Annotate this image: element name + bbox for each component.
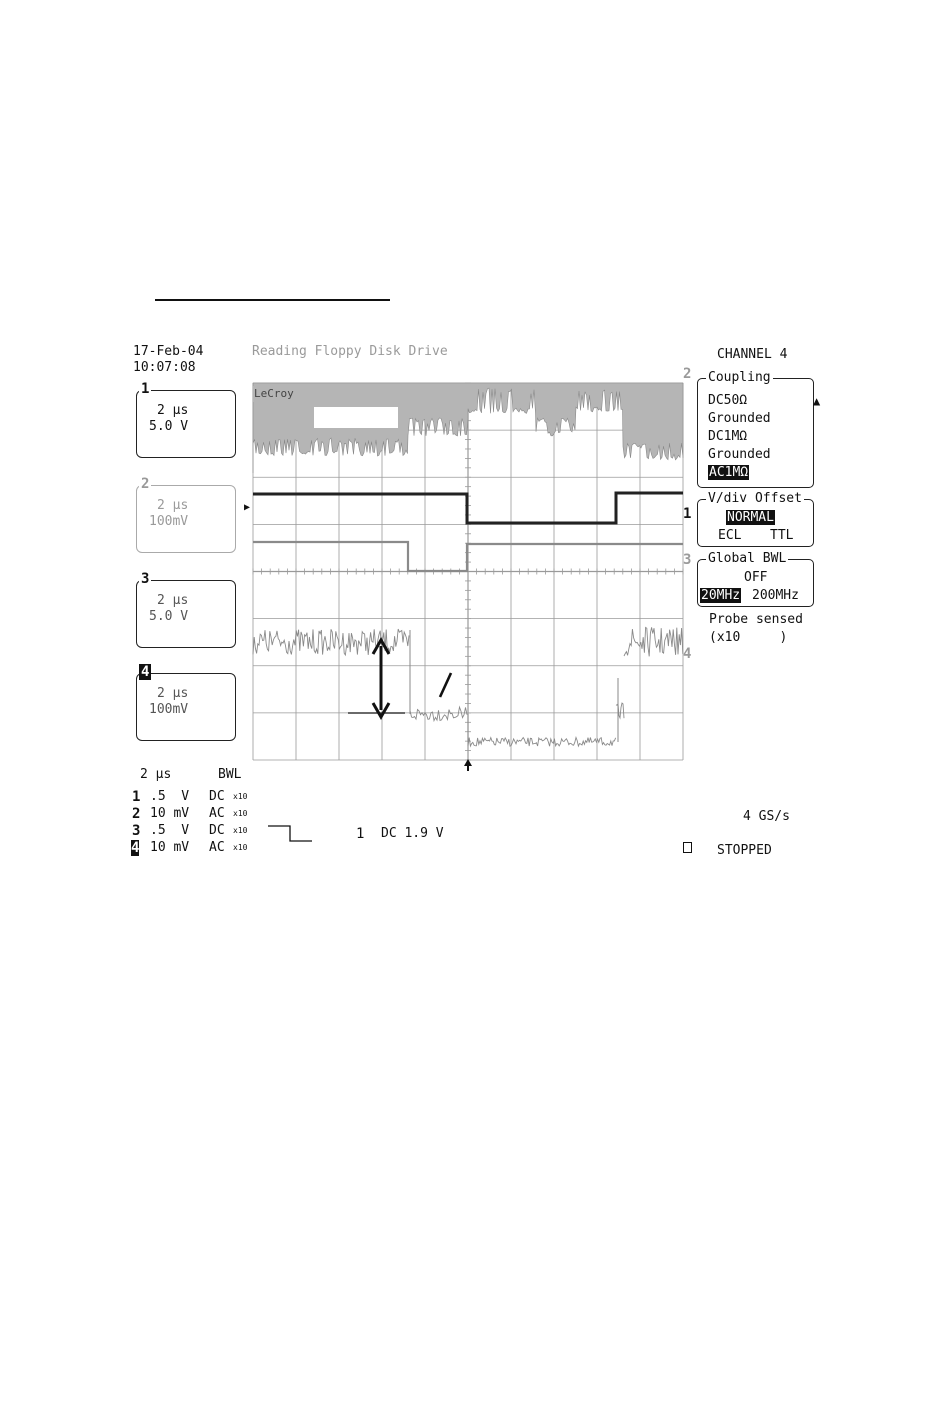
channel-1-scale: 5.0 V [149,419,189,434]
vdiv-option-normal-selected[interactable]: NORMAL [726,510,775,525]
channel-3-number: 3 [139,571,152,587]
ch2-waveform-fill [252,382,684,473]
acquisition-status: STOPPED [717,843,772,858]
coupling-option-dc50[interactable]: DC50Ω [708,393,748,408]
ch3-waveform [253,540,683,573]
channel-2-scale: 100mV [149,514,189,529]
coupling-menu[interactable]: Coupling DC50Ω Grounded DC1MΩ Grounded A… [697,370,814,488]
date-label: 17-Feb-04 [133,344,204,359]
summary-row-2-probe: x10 [233,809,248,818]
marker-ch1: 1 [683,506,692,522]
coupling-option-ac1m-selected[interactable]: AC1MΩ [708,465,750,480]
coupling-option-grounded-1[interactable]: Grounded [708,411,771,426]
channel-1-box[interactable]: 1 2 µs 5.0 V [136,381,236,458]
trigger-edge-icon [268,825,312,842]
trigger-position-arrow-icon [464,759,472,766]
vdiv-option-ecl[interactable]: ECL [718,528,742,543]
annotation-arrowhead-down [371,702,391,721]
waveform-display[interactable] [240,378,695,773]
summary-row-1-coupling: DC [209,789,225,804]
marker-ch4: 4 [683,646,692,662]
summary-row-2-scale: 10 mV [150,806,190,821]
screen-title: Reading Floppy Disk Drive [252,344,448,359]
channel-3-box[interactable]: 3 2 µs 5.0 V [136,571,236,648]
heading-underline [155,299,390,301]
summary-row-4-coupling: AC [209,840,225,855]
coupling-title: Coupling [706,370,773,385]
global-bwl-menu[interactable]: Global BWL OFF 20MHz 200MHz [697,551,814,607]
time-label: 10:07:08 [133,360,196,375]
menu-heading: CHANNEL 4 [717,347,788,362]
coupling-option-dc1m[interactable]: DC1MΩ [708,429,748,444]
annotation-slash [438,672,453,698]
summary-row-1-scale: .5 V [150,789,190,804]
vdiv-title: V/div Offset [706,491,804,506]
channel-3-scale: 5.0 V [149,609,189,624]
channel-4-number: 4 [139,664,152,680]
summary-row-3-coupling: DC [209,823,225,838]
summary-row-4-scale: 10 mV [150,840,190,855]
bwl-option-200mhz[interactable]: 200MHz [752,588,799,603]
label-blank-box [314,407,398,428]
brand-logo: LeCroy [253,386,295,402]
summary-timebase: 2 µs [140,767,172,782]
channel-2-timebase: 2 µs [157,498,189,513]
trigger-level: DC 1.9 V [381,826,444,841]
summary-row-1-probe: x10 [233,792,248,801]
summary-row-4-num: 4 [131,840,140,856]
summary-row-3-scale: .5 V [150,823,190,838]
probe-sensed-value: (x10 ) [709,630,788,645]
vdiv-option-ttl[interactable]: TTL [770,528,794,543]
summary-row-4-probe: x10 [233,843,248,852]
vdiv-menu[interactable]: V/div Offset NORMAL ECL TTL [697,491,814,547]
bwl-option-off[interactable]: OFF [744,570,768,585]
summary-row-1-num: 1 [132,789,141,805]
ch4-waveform-low [467,736,617,748]
summary-row-2-num: 2 [132,806,141,822]
marker-ch3: 3 [683,552,692,568]
summary-row-2-coupling: AC [209,806,225,821]
ch1-waveform [253,491,683,525]
sample-rate: 4 GS/s [743,809,790,824]
summary-bwl: BWL [218,767,242,782]
left-trigger-arrow-icon: ▶ [244,502,251,513]
channel-4-box[interactable]: 4 2 µs 100mV [136,664,236,741]
channel-2-box[interactable]: 2 2 µs 100mV [136,476,236,553]
ch4-waveform-mid [409,705,468,723]
annotations [348,636,472,771]
ch4-waveform-mid-2 [615,702,625,720]
channel-1-number: 1 [139,381,152,397]
probe-sensed-label: Probe sensed [709,612,803,627]
acquisition-status-icon [683,842,692,853]
ch4-waveform-high-2 [623,626,684,657]
ch4-waveform-high [252,628,410,657]
channel-2-number: 2 [139,476,152,492]
channel-4-timebase: 2 µs [157,686,189,701]
waveform-traces [252,382,684,748]
channel-1-timebase: 2 µs [157,403,189,418]
summary-row-3-probe: x10 [233,826,248,835]
bwl-option-20mhz-selected[interactable]: 20MHz [700,588,742,603]
coupling-option-grounded-2[interactable]: Grounded [708,447,771,462]
global-bwl-title: Global BWL [706,551,789,566]
marker-ch2: 2 [683,366,692,382]
menu-scroll-arrow-icon: ▲ [813,394,821,408]
summary-row-3-num: 3 [132,823,141,839]
channel-3-timebase: 2 µs [157,593,189,608]
trigger-source: 1 [356,826,365,842]
annotation-arrowhead-up [371,636,391,655]
channel-4-scale: 100mV [149,702,189,717]
